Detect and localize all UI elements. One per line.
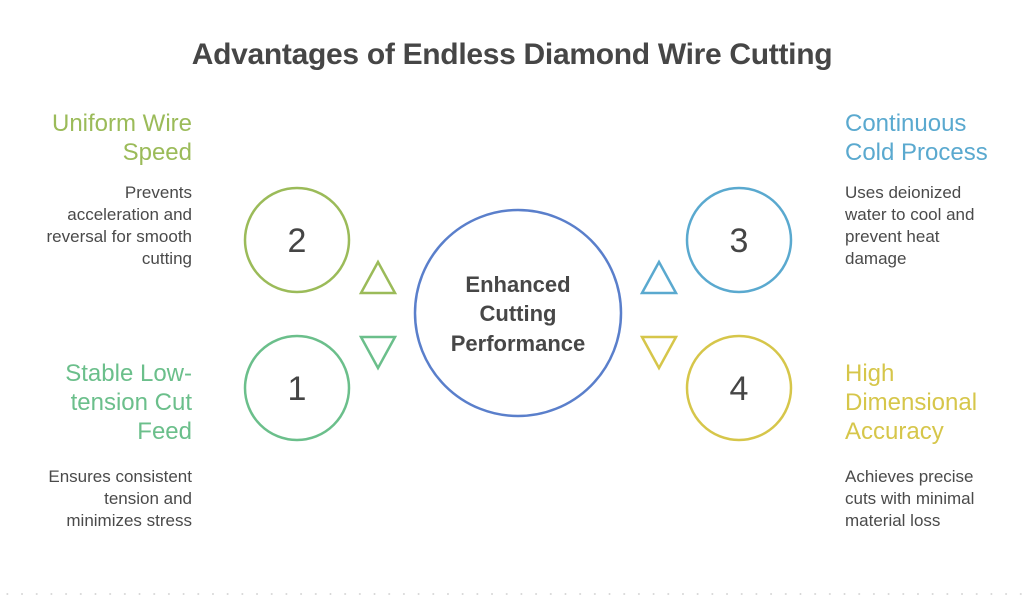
node-3-number: 3 <box>730 222 749 260</box>
triangle-down-icon-left <box>358 335 398 371</box>
item-1-description: Ensures consistent tension and minimizes… <box>48 466 192 532</box>
item-2-description-line: Prevents <box>124 183 192 202</box>
node-3: 3 <box>685 186 793 294</box>
node-4: 4 <box>685 334 793 442</box>
item-4-description-line: Achieves precise <box>845 467 974 486</box>
item-4-heading-line: Accuracy <box>845 418 944 445</box>
item-2-heading-line: Speed <box>122 139 192 166</box>
center-circle <box>413 208 623 418</box>
node-2-number: 2 <box>288 222 307 260</box>
diagram-title: Advantages of Endless Diamond Wire Cutti… <box>191 38 833 71</box>
item-2-heading: Uniform Wire Speed <box>52 109 192 167</box>
node-1-circle <box>243 334 351 442</box>
item-3-heading-line: Continuous <box>845 110 967 137</box>
item-1-heading-line: Feed <box>137 418 192 445</box>
item-4-heading: High Dimensional Accuracy <box>845 359 977 446</box>
item-4-description: Achieves precise cuts with minimal mater… <box>845 466 974 532</box>
item-2-description: Prevents acceleration and reversal for s… <box>47 182 193 270</box>
center-label-line-3: Performance <box>451 331 586 356</box>
item-3-description-line: Uses deionized <box>845 183 962 202</box>
node-4-circle <box>685 334 793 442</box>
center-node: Enhanced Cutting Performance <box>413 208 623 418</box>
node-2: 2 <box>243 186 351 294</box>
item-2-description-line: acceleration and <box>67 205 192 224</box>
node-1: 1 <box>243 334 351 442</box>
triangle-up-icon-left <box>358 259 398 295</box>
item-3-description-line: damage <box>845 249 907 268</box>
item-3-heading-line: Cold Process <box>845 139 988 166</box>
item-3-description-line: prevent heat <box>845 227 940 246</box>
item-2-heading-line: Uniform Wire <box>51 110 192 137</box>
item-1-heading-line: tension Cut <box>70 389 192 416</box>
center-label-line-2: Cutting <box>480 301 557 326</box>
item-1-description-line: tension and <box>104 489 192 508</box>
item-2-description-line: reversal for smooth <box>46 227 193 246</box>
node-4-number: 4 <box>730 370 749 408</box>
triangle-down-icon-right <box>639 335 679 371</box>
node-3-circle <box>685 186 793 294</box>
bottom-dotted-divider <box>0 593 1024 595</box>
item-4-heading-line: High <box>845 360 895 387</box>
node-1-number: 1 <box>288 370 307 408</box>
center-label-line-1: Enhanced <box>465 272 570 297</box>
item-4-heading-line: Dimensional <box>845 389 978 416</box>
item-3-description-line: water to cool and <box>845 205 975 224</box>
item-1-description-line: minimizes stress <box>66 511 192 530</box>
item-2-description-line: cutting <box>141 249 192 268</box>
item-3-description: Uses deionized water to cool and prevent… <box>845 182 974 270</box>
item-4-description-line: material loss <box>845 511 941 530</box>
item-4-description-line: cuts with minimal <box>845 489 975 508</box>
item-3-heading: Continuous Cold Process <box>845 109 988 167</box>
node-2-circle <box>243 186 351 294</box>
item-1-heading-line: Stable Low- <box>65 360 192 387</box>
triangle-up-icon-right <box>639 259 679 295</box>
item-1-heading: Stable Low- tension Cut Feed <box>65 359 192 446</box>
item-1-description-line: Ensures consistent <box>48 467 192 486</box>
